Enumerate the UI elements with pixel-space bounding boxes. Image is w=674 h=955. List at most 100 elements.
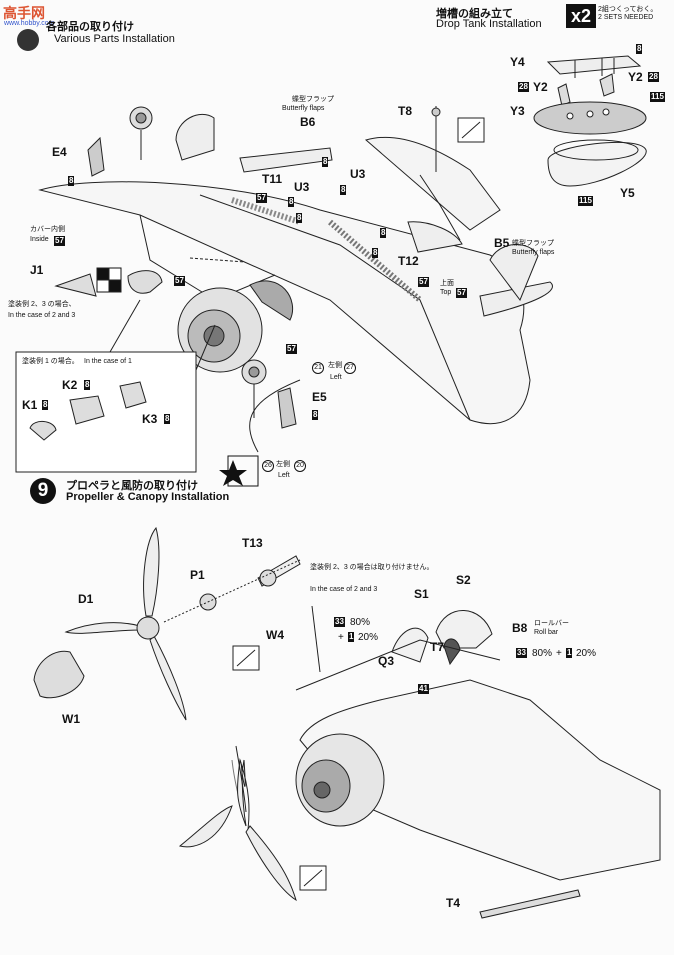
- code-28-y2-left: 28: [518, 82, 529, 92]
- wheel-e4: [87, 106, 153, 177]
- step8-title-jp: 各部品の取り付け: [46, 21, 134, 33]
- code-8-e5: 8: [312, 410, 319, 420]
- drop-tank-y4: [546, 55, 642, 78]
- part-u3-b: U3: [350, 167, 366, 181]
- j1-nose: [54, 270, 163, 297]
- code-33-b: 33: [516, 648, 527, 658]
- mix1-c: 20%: [358, 632, 379, 643]
- butterfly-jp-b5: 蝶型フラップ: [512, 240, 554, 247]
- aircraft-top: [38, 136, 531, 425]
- step9-title-en: Propeller & Canopy Installation: [66, 491, 230, 503]
- t13-p1: [163, 555, 301, 671]
- paint2-jp: 塗装例 2、3 の場合は取り付けません。: [310, 564, 434, 571]
- left-jp-top: 左側: [328, 362, 342, 369]
- code-26: 26: [262, 460, 274, 472]
- part-y2-right: Y2: [628, 70, 643, 84]
- part-k1: K1: [22, 398, 38, 412]
- part-t7: T7: [430, 640, 445, 654]
- code-8-b6: 8: [322, 157, 329, 167]
- code-8-u3b: 8: [340, 185, 347, 195]
- code-1-b: 1: [566, 648, 573, 658]
- part-w4: W4: [266, 628, 284, 642]
- code-8-k2: 8: [84, 380, 91, 390]
- part-q3: Q3: [378, 654, 395, 668]
- spinner-w1: [33, 650, 85, 699]
- canopy: [311, 605, 493, 673]
- part-b8: B8: [512, 621, 528, 635]
- code-8-u3a: 8: [296, 213, 303, 223]
- step9-number: 9: [30, 478, 56, 504]
- code-1-a: 1: [348, 632, 355, 642]
- mix2-plus: +: [556, 648, 562, 659]
- left-jp-bottom: 左側: [276, 461, 290, 468]
- code-57-top: 57: [456, 288, 467, 298]
- left-en-top: Left: [330, 374, 342, 381]
- code-57-t12: 57: [418, 277, 429, 287]
- part-t8: T8: [398, 104, 413, 118]
- code-8-e4: 8: [68, 176, 75, 186]
- tank-note-en: 2 SETS NEEDED: [598, 14, 654, 21]
- tank-note-jp: 2組つくっておく。: [598, 6, 658, 13]
- aircraft-front: [178, 639, 661, 902]
- code-8-t11: 8: [288, 197, 295, 207]
- code-8-y4: 8: [636, 44, 643, 54]
- propeller-d1: [64, 526, 187, 721]
- drop-tank-y3: [533, 101, 647, 135]
- part-t4: T4: [446, 896, 461, 910]
- code-8-k1: 8: [42, 400, 49, 410]
- code-57-cover: 57: [54, 236, 65, 246]
- rollbar-jp: ロールバー: [534, 620, 569, 627]
- part-s2: S2: [456, 573, 471, 587]
- paint-case-en: In the case of 2 and 3: [8, 312, 76, 319]
- part-e5: E5: [312, 390, 327, 404]
- rollbar-en: Roll bar: [534, 629, 559, 636]
- part-w1: W1: [62, 712, 80, 726]
- mix2-a: 80%: [532, 648, 553, 659]
- e5-wheel: [241, 359, 301, 453]
- part-j1: J1: [30, 263, 44, 277]
- code-28-y2-right: 28: [648, 72, 659, 82]
- part-u3-a: U3: [294, 180, 310, 194]
- code-33-a: 33: [334, 617, 345, 627]
- b5-flap: [407, 221, 553, 317]
- code-57-wing: 57: [174, 276, 185, 286]
- cover-inside-en: Inside: [30, 236, 49, 243]
- top-jp: 上面: [440, 280, 454, 287]
- b6-flap: [175, 113, 333, 173]
- part-b6: B6: [300, 115, 316, 129]
- part-s1: S1: [414, 587, 429, 601]
- case1-en: In the case of 1: [84, 358, 132, 365]
- butterfly-jp-b6: 蝶型フラップ: [292, 96, 334, 103]
- cover-inside-jp: カバー内側: [30, 226, 65, 233]
- code-41: 41: [418, 684, 429, 694]
- watermark-site: www.hobby.com: [4, 20, 55, 27]
- mix1-a: 80%: [350, 617, 371, 628]
- part-k3: K3: [142, 412, 158, 426]
- code-8-k3: 8: [164, 414, 171, 424]
- code-27: 27: [344, 362, 356, 374]
- paint2-en: In the case of 2 and 3: [310, 586, 378, 593]
- antenna-t4: [479, 889, 581, 919]
- step8-title-en: Various Parts Installation: [54, 33, 175, 45]
- mix2-c: 20%: [576, 648, 597, 659]
- part-t13: T13: [242, 536, 263, 550]
- part-y3: Y3: [510, 104, 525, 118]
- watermark-brand: 高手网: [3, 5, 45, 21]
- tank-title-en: Drop Tank Installation: [436, 18, 542, 30]
- t8-antenna: [431, 106, 485, 172]
- code-57-under: 57: [286, 344, 297, 354]
- part-y5: Y5: [620, 186, 635, 200]
- part-d1: D1: [78, 592, 94, 606]
- part-b5: B5: [494, 236, 510, 250]
- code-21: 21: [312, 362, 324, 374]
- left-en-bottom: Left: [278, 472, 290, 479]
- part-p1: P1: [190, 568, 205, 582]
- paint-case-jp: 塗装例 2、3 の場合、: [8, 301, 76, 308]
- step9-title-jp: プロペラと風防の取り付け: [66, 480, 198, 492]
- part-y4: Y4: [510, 55, 525, 69]
- code-57-t11: 57: [256, 193, 267, 203]
- code-115-y5: 115: [578, 196, 593, 206]
- part-k2: K2: [62, 378, 78, 392]
- code-115-y3: 115: [650, 92, 665, 102]
